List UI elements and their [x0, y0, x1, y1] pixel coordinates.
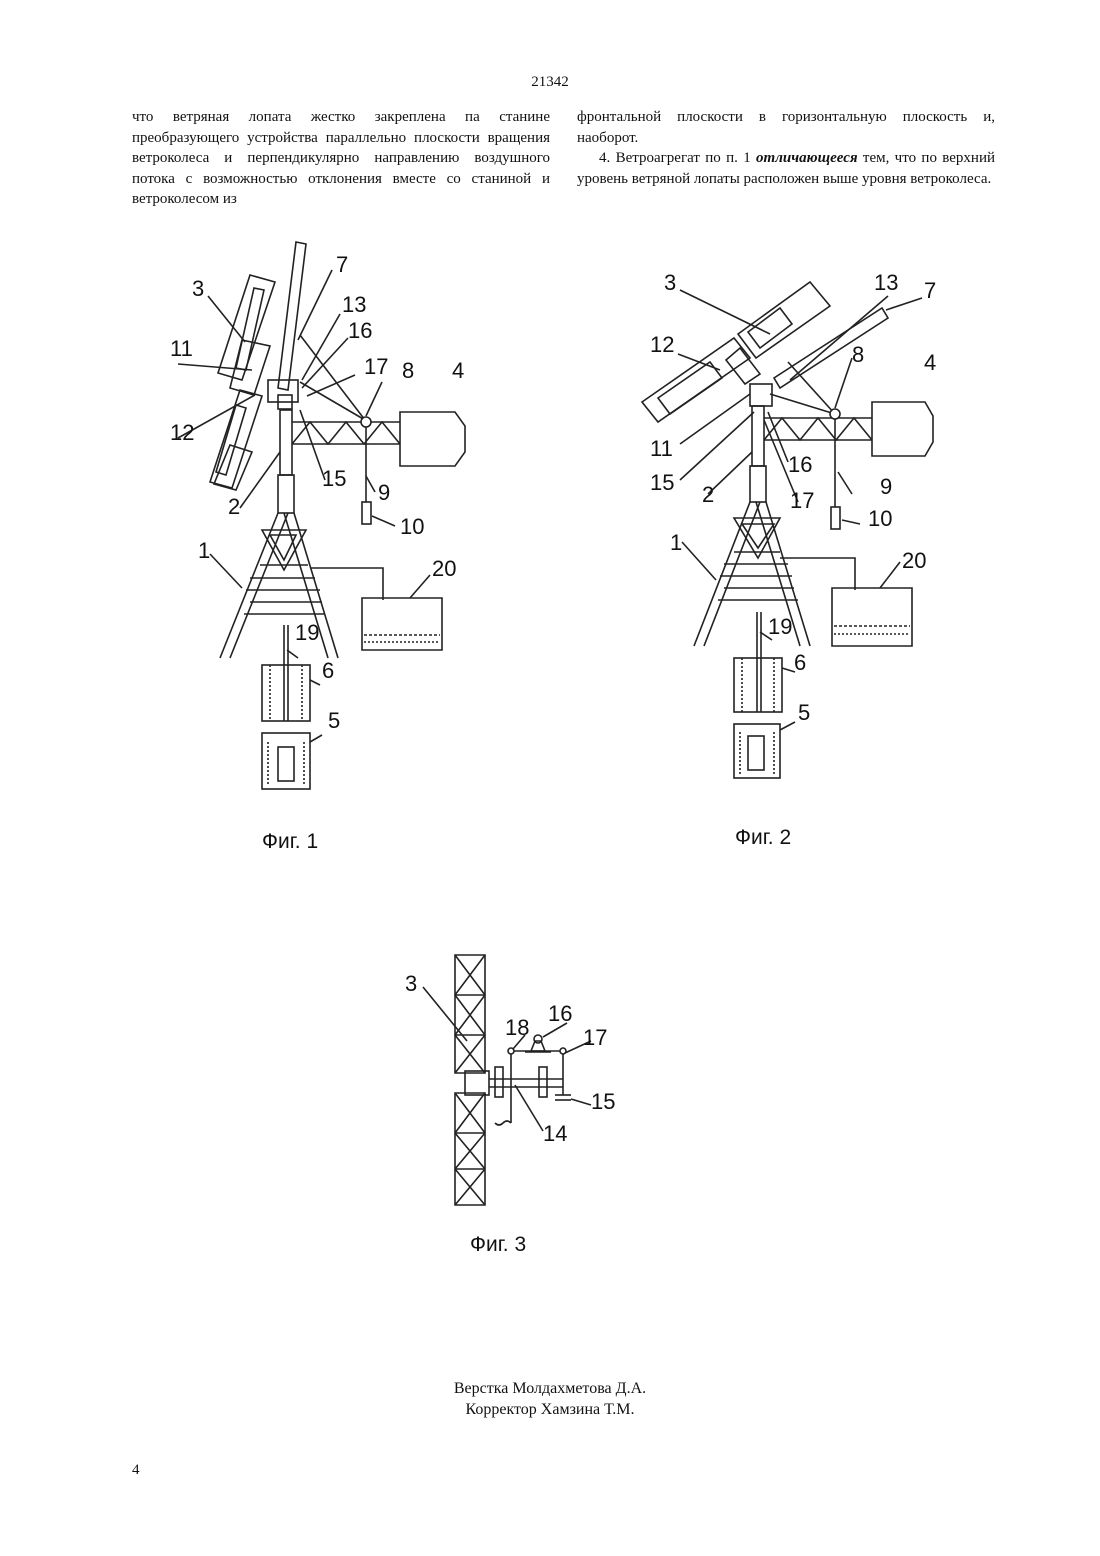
fig3-label-16: 16 [548, 1001, 572, 1026]
fig1-label-7: 7 [336, 252, 348, 277]
text-column-right: фронтальной плоскости в горизонтальную п… [577, 107, 995, 189]
fig2-label-13: 13 [874, 270, 898, 295]
fig2-mast [752, 406, 764, 466]
figure-2-caption: Фиг. 2 [735, 826, 791, 850]
fig1-mast [280, 410, 292, 475]
fig1-label-19: 19 [295, 620, 319, 645]
claim-text-end: фронтальной плоскости в горизонтальную п… [577, 107, 995, 148]
fig2-label-12: 12 [650, 332, 674, 357]
fig3-label-18: 18 [505, 1015, 529, 1040]
claim-text-continuation: что ветряная лопата жестко закреплена па… [132, 107, 550, 210]
fig3-label-14: 14 [543, 1121, 567, 1146]
fig3-label-17: 17 [583, 1025, 607, 1050]
fig2-label-8: 8 [852, 342, 864, 367]
fig1-label-3: 3 [192, 276, 204, 301]
claim-4: 4. Ветроагрегат по п. 1 отличающееся тем… [577, 148, 995, 189]
fig1-label-6: 6 [322, 658, 334, 683]
fig1-label-13: 13 [342, 292, 366, 317]
fig2-hub [750, 384, 772, 406]
fig2-label-20: 20 [902, 548, 926, 573]
fig2-tank [832, 588, 912, 646]
fig1-label-15: 15 [322, 466, 346, 491]
figure-3-drawing: 3 16 18 17 15 14 [395, 945, 635, 1215]
fig1-label-17: 17 [364, 354, 388, 379]
fig2-label-1: 1 [670, 530, 682, 555]
fig1-label-16: 16 [348, 318, 372, 343]
fig1-label-1: 1 [198, 538, 210, 563]
fig2-label-2: 2 [702, 482, 714, 507]
fig3-label-15: 15 [591, 1089, 615, 1114]
fig2-counterweight [872, 402, 933, 456]
figure-2-drawing: 3 13 7 12 8 4 11 16 15 9 2 17 10 1 20 19… [630, 262, 960, 792]
fig2-label-5: 5 [798, 700, 810, 725]
corrector-credit: Корректор Хамзина Т.М. [0, 1399, 1100, 1420]
fig3-wind-wheel [455, 955, 489, 1205]
fig1-wind-blade [278, 242, 306, 390]
fig1-label-20: 20 [432, 556, 456, 581]
fig2-label-11: 11 [650, 436, 673, 461]
layout-credit: Верстка Молдахметова Д.А. [0, 1378, 1100, 1399]
fig2-label-6: 6 [794, 650, 806, 675]
figure-1-caption: Фиг. 1 [262, 830, 318, 854]
patent-number: 21342 [0, 74, 1100, 91]
fig2-label-16: 16 [788, 452, 812, 477]
fig2-boom [764, 418, 872, 440]
figure-1-drawing: 7 3 13 16 11 17 8 4 12 15 2 9 10 1 20 19… [150, 230, 490, 800]
page-number: 4 [132, 1462, 140, 1479]
fig2-label-17: 17 [790, 488, 814, 513]
credits: Верстка Молдахметова Д.А. Корректор Хамз… [0, 1378, 1100, 1420]
fig1-label-5: 5 [328, 708, 340, 733]
fig2-label-7: 7 [924, 278, 936, 303]
fig1-label-12: 12 [170, 420, 194, 445]
fig1-hub [268, 380, 298, 402]
fig2-label-15: 15 [650, 470, 674, 495]
fig1-pendulum-weight [362, 502, 371, 524]
fig1-counterweight [400, 412, 465, 466]
text-column-left: что ветряная лопата жестко закреплена па… [132, 107, 550, 210]
fig2-label-19: 19 [768, 614, 792, 639]
fig2-label-10: 10 [868, 506, 892, 531]
fig1-label-9: 9 [378, 480, 390, 505]
figure-3-caption: Фиг. 3 [470, 1233, 526, 1257]
fig2-label-3: 3 [664, 270, 676, 295]
fig1-label-10: 10 [400, 514, 424, 539]
claim-4-keyword: отличающееся [756, 150, 858, 166]
fig1-label-4: 4 [452, 358, 464, 383]
fig2-pendulum-weight [831, 507, 840, 529]
fig1-label-8: 8 [402, 358, 414, 383]
fig1-wind-wheel [210, 275, 275, 490]
fig1-label-2: 2 [228, 494, 240, 519]
fig3-label-3: 3 [405, 971, 417, 996]
fig2-label-4: 4 [924, 350, 936, 375]
fig2-label-9: 9 [880, 474, 892, 499]
fig2-wind-blade [774, 308, 888, 388]
fig1-label-11: 11 [170, 336, 193, 361]
